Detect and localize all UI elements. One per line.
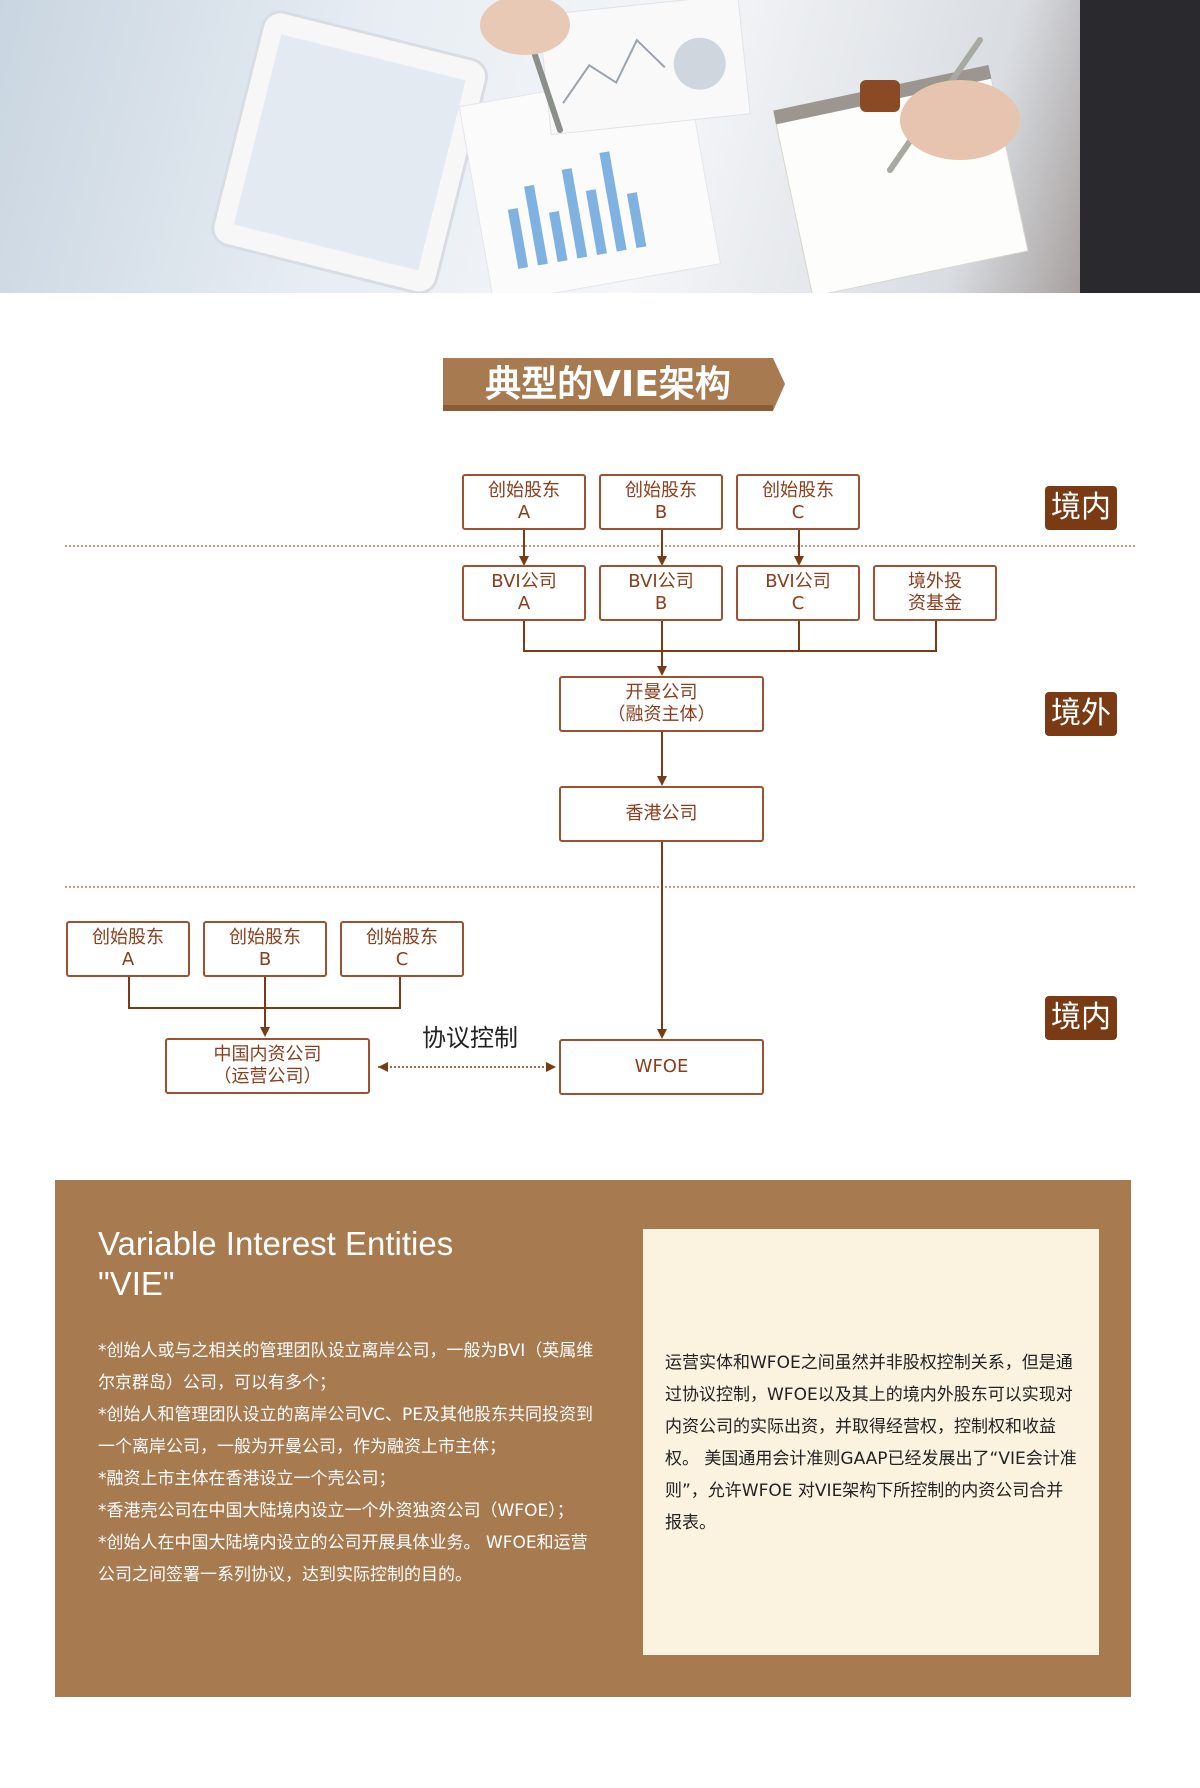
node-label: 境外投 bbox=[908, 571, 962, 592]
node-label: C bbox=[791, 502, 805, 523]
info-body: *创始人或与之相关的管理团队设立离岸公司，一般为BVI（英属维尔京群岛）公司，可… bbox=[98, 1335, 598, 1591]
node-label: C bbox=[395, 949, 409, 970]
info-paragraph: *创始人或与之相关的管理团队设立离岸公司，一般为BVI（英属维尔京群岛）公司，可… bbox=[98, 1341, 594, 1393]
region-badge-offshore: 境外 bbox=[1045, 692, 1117, 736]
section-title-banner: 典型的VIE架构 bbox=[443, 358, 785, 411]
hero-illustration bbox=[211, 0, 1200, 293]
node-label: A bbox=[517, 502, 531, 523]
domestic-shareholder-node-b: 创始股东 B bbox=[203, 921, 327, 977]
node-label: 创始股东 bbox=[92, 927, 164, 948]
node-label: 香港公司 bbox=[625, 803, 698, 824]
bvi-company-node-a: BVI公司 A bbox=[462, 565, 586, 621]
domestic-company-node: 中国内资公司 （运营公司） bbox=[165, 1038, 370, 1094]
domestic-shareholder-node-a: 创始股东 A bbox=[66, 921, 190, 977]
info-heading-line: Variable Interest Entities bbox=[98, 1225, 454, 1262]
node-label: C bbox=[791, 593, 805, 614]
node-label: BVI公司 bbox=[765, 571, 831, 592]
bvi-company-node-c: BVI公司 C bbox=[736, 565, 860, 621]
node-label: WFOE bbox=[634, 1056, 689, 1077]
hero-photo bbox=[0, 0, 1200, 293]
node-label: BVI公司 bbox=[491, 571, 557, 592]
agreement-control-label: 协议控制 bbox=[422, 1024, 518, 1052]
node-label: A bbox=[517, 593, 531, 614]
node-label: 创始股东 bbox=[625, 480, 697, 501]
note-box: 运营实体和WFOE之间虽然并非股权控制关系，但是通过协议控制，WFOE以及其上的… bbox=[643, 1229, 1099, 1655]
vie-info-panel: Variable Interest Entities "VIE" *创始人或与之… bbox=[55, 1180, 1131, 1697]
info-paragraph: *融资上市主体在香港设立一个壳公司； bbox=[98, 1469, 396, 1489]
title-banner-shape bbox=[443, 358, 785, 411]
node-label: A bbox=[121, 949, 135, 970]
wfoe-node: WFOE bbox=[559, 1039, 764, 1095]
info-paragraph: *创始人和管理团队设立的离岸公司VC、PE及其他股东共同投资到一个离岸公司，一般… bbox=[98, 1405, 593, 1457]
info-paragraph: *香港壳公司在中国大陆境内设立一个外资独资公司（WFOE）； bbox=[98, 1501, 574, 1521]
node-label: B bbox=[258, 949, 272, 970]
hongkong-company-node: 香港公司 bbox=[559, 786, 764, 842]
shareholder-node-c: 创始股东 C bbox=[736, 474, 860, 530]
info-heading-line: "VIE" bbox=[98, 1265, 175, 1302]
shareholder-node-b: 创始股东 B bbox=[599, 474, 723, 530]
region-badge-domestic: 境内 bbox=[1045, 996, 1117, 1040]
info-paragraph: *创始人在中国大陆境内设立的公司开展具体业务。 WFOE和运营公司之间签署一系列… bbox=[98, 1533, 588, 1585]
foreign-fund-node: 境外投 资基金 bbox=[873, 565, 997, 621]
shareholder-node-a: 创始股东 A bbox=[462, 474, 586, 530]
node-label: 创始股东 bbox=[762, 480, 834, 501]
node-label: 资基金 bbox=[908, 593, 962, 614]
page-title: 典型的VIE架构 bbox=[485, 364, 731, 405]
node-label: BVI公司 bbox=[628, 571, 694, 592]
node-label: 开曼公司 bbox=[625, 682, 698, 703]
info-heading: Variable Interest Entities "VIE" bbox=[98, 1224, 618, 1304]
node-label: 创始股东 bbox=[488, 480, 560, 501]
node-label: 创始股东 bbox=[229, 927, 301, 948]
node-label: B bbox=[654, 593, 668, 614]
node-label: B bbox=[654, 502, 668, 523]
bvi-company-node-b: BVI公司 B bbox=[599, 565, 723, 621]
node-label: 创始股东 bbox=[366, 927, 438, 948]
cayman-company-node: 开曼公司 （融资主体） bbox=[559, 676, 764, 732]
region-badge-domestic: 境内 bbox=[1045, 486, 1117, 530]
node-label: （融资主体） bbox=[607, 704, 716, 725]
node-label: （运营公司） bbox=[213, 1066, 322, 1087]
note-text: 运营实体和WFOE之间虽然并非股权控制关系，但是通过协议控制，WFOE以及其上的… bbox=[665, 1353, 1077, 1533]
node-label: 中国内资公司 bbox=[213, 1044, 322, 1065]
domestic-shareholder-node-c: 创始股东 C bbox=[340, 921, 464, 977]
